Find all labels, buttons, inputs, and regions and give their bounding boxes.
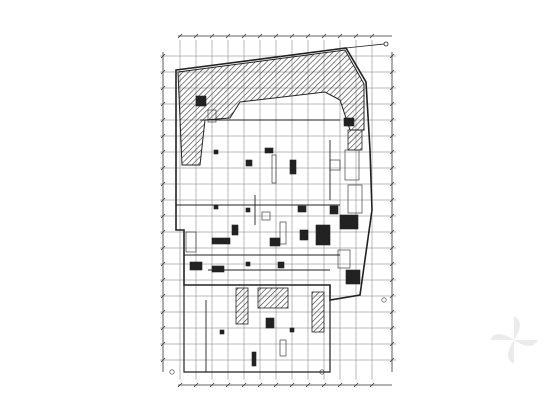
dimension-tick xyxy=(337,382,343,388)
hatched-wall-right xyxy=(347,129,363,151)
top-dimension-ticks xyxy=(177,33,375,39)
building-outline-lower xyxy=(183,285,331,373)
dimension-tick xyxy=(177,33,183,39)
dimension-tick xyxy=(209,33,215,39)
building-outline-upper xyxy=(175,47,373,301)
dimension-tick xyxy=(177,382,183,388)
reference-mark xyxy=(345,41,389,49)
dimension-tick xyxy=(305,33,311,39)
pinwheel-logo-icon xyxy=(490,316,538,364)
dimension-tick xyxy=(225,382,231,388)
dimension-tick xyxy=(273,382,279,388)
dimension-tick xyxy=(225,33,231,39)
hatched-wall-top xyxy=(177,49,365,166)
dimension-tick xyxy=(305,382,311,388)
dimension-tick xyxy=(257,382,263,388)
dimension-tick xyxy=(353,33,359,39)
dimension-tick xyxy=(337,33,343,39)
hatched-block-1 xyxy=(235,287,249,325)
dimension-tick xyxy=(353,382,359,388)
interior-details xyxy=(185,95,363,367)
hatched-block-2 xyxy=(257,287,289,309)
dimension-tick xyxy=(273,33,279,39)
grid-bubbles xyxy=(169,297,387,375)
dimension-tick xyxy=(209,382,215,388)
dimension-tick xyxy=(241,382,247,388)
dimension-tick xyxy=(241,33,247,39)
dimension-tick xyxy=(193,382,199,388)
hatched-block-3 xyxy=(311,291,325,333)
dimension-tick xyxy=(257,33,263,39)
dimension-tick xyxy=(321,33,327,39)
partition-walls xyxy=(176,119,340,372)
dimension-tick xyxy=(369,382,375,388)
dimension-tick xyxy=(369,33,375,39)
dimension-tick xyxy=(289,33,295,39)
dimension-tick xyxy=(193,33,199,39)
bottom-dimension-ticks xyxy=(177,382,375,388)
dimension-tick xyxy=(289,382,295,388)
dimension-tick xyxy=(321,382,327,388)
